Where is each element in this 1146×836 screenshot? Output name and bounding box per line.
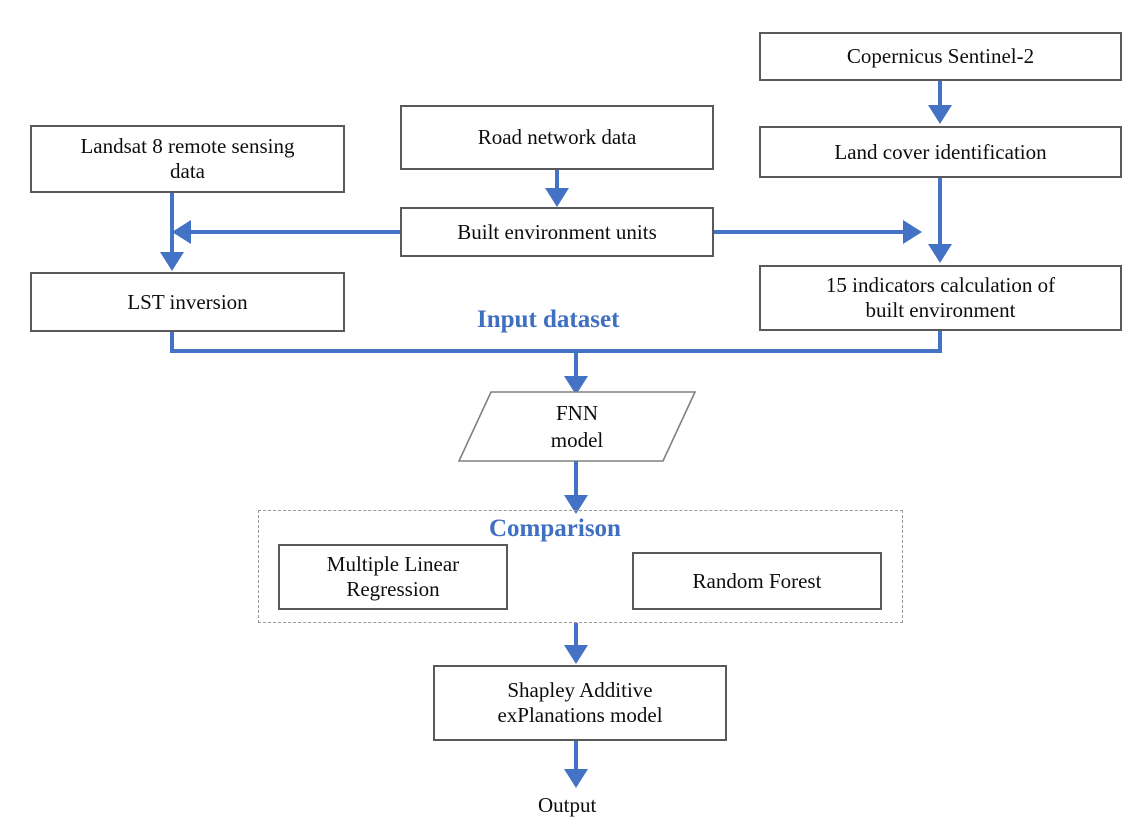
- node-random-forest[interactable]: Random Forest: [632, 552, 882, 610]
- comparison-group: [258, 510, 903, 623]
- node-land-cover-identification-label: Land cover identification: [834, 139, 1047, 164]
- node-mlr-label-line-2: Regression: [346, 577, 440, 601]
- arrowhead-built-env-to-right: [903, 220, 922, 244]
- node-random-forest-label: Random Forest: [692, 568, 822, 593]
- connector-input-dataset-bus: [170, 349, 942, 353]
- arrowhead-bus-to-fnn: [564, 376, 588, 395]
- node-fnn-model[interactable]: FNN model: [458, 391, 696, 463]
- node-shapley-additive-explanations-model[interactable]: Shapley Additive exPlanations model: [433, 665, 727, 741]
- node-road-network-data[interactable]: Road network data: [400, 105, 714, 170]
- arrowhead-landsat-to-lst: [160, 252, 184, 271]
- input-dataset-label: Input dataset: [477, 306, 620, 333]
- connector-fnn-to-comparison: [574, 461, 578, 499]
- connector-comparison-to-shap: [574, 623, 578, 647]
- connector-built-env-to-left: [191, 230, 400, 234]
- node-15-indicators-calculation[interactable]: 15 indicators calculation of built envir…: [759, 265, 1122, 331]
- arrowhead-road-to-built-env: [545, 188, 569, 207]
- node-landsat-8-remote-sensing-data[interactable]: Landsat 8 remote sensing data: [30, 125, 345, 193]
- arrowhead-shap-to-output: [564, 769, 588, 788]
- node-built-environment-units[interactable]: Built environment units: [400, 207, 714, 257]
- arrowhead-landcover-to-indicators: [928, 244, 952, 263]
- node-shap-label-line-1: Shapley Additive: [507, 678, 653, 703]
- node-landsat-label-line-1: Landsat 8 remote sensing: [80, 134, 295, 159]
- output-label: Output: [538, 793, 597, 817]
- node-copernicus-sentinel-2-label: Copernicus Sentinel-2: [846, 44, 1035, 69]
- node-mlr-label-line-1: Multiple Linear: [326, 552, 460, 577]
- connector-lst-down-stub: [170, 332, 174, 353]
- connector-road-to-built-env: [555, 170, 559, 190]
- node-road-network-data-label: Road network data: [477, 125, 637, 150]
- node-copernicus-sentinel-2[interactable]: Copernicus Sentinel-2: [759, 32, 1122, 81]
- arrowhead-fnn-to-comparison: [564, 495, 588, 514]
- node-shap-label-line-2: exPlanations model: [497, 703, 663, 727]
- connector-bus-to-fnn: [574, 352, 578, 378]
- node-built-environment-units-label: Built environment units: [457, 219, 657, 244]
- node-lst-inversion-label: LST inversion: [127, 289, 248, 314]
- node-multiple-linear-regression[interactable]: Multiple Linear Regression: [278, 544, 508, 610]
- arrowhead-comparison-to-shap: [564, 645, 588, 664]
- node-indicators-label-line-2: built environment: [865, 298, 1016, 322]
- node-indicators-label-line-1: 15 indicators calculation of: [825, 273, 1056, 298]
- arrowhead-built-env-to-left: [172, 220, 191, 244]
- node-land-cover-identification[interactable]: Land cover identification: [759, 126, 1122, 178]
- connector-shap-to-output: [574, 741, 578, 771]
- connector-landcover-to-indicators: [938, 178, 942, 246]
- connector-copernicus-to-landcover: [938, 81, 942, 107]
- fnn-model-shape: [458, 391, 696, 462]
- node-lst-inversion[interactable]: LST inversion: [30, 272, 345, 332]
- connector-built-env-to-right: [714, 230, 904, 234]
- node-landsat-label-line-2: data: [170, 159, 205, 183]
- connector-indicators-down-stub: [938, 331, 942, 353]
- arrowhead-copernicus-to-landcover: [928, 105, 952, 124]
- comparison-label: Comparison: [489, 515, 621, 542]
